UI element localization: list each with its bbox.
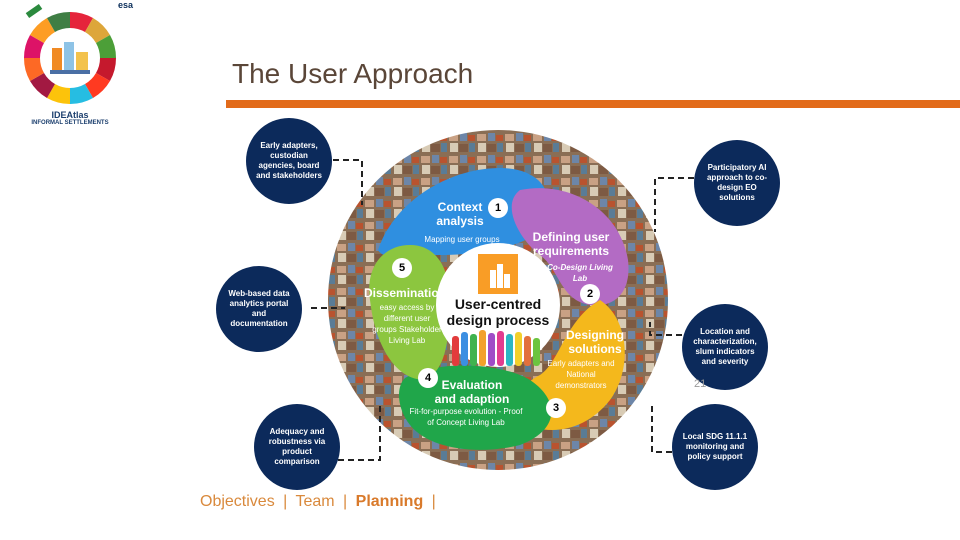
bubble-local-sdg: Local SDG 11.1.1 monitoring and policy s…	[672, 404, 758, 490]
segment-3-number: 3	[546, 398, 566, 418]
segment-4-number: 4	[418, 368, 438, 388]
bubble-web-portal: Web-based data analytics portal and docu…	[216, 266, 302, 352]
bubble-adequacy: Adequacy and robustness via product comp…	[254, 404, 340, 490]
connector-lines	[311, 159, 694, 461]
segment-3-note: Early adapters and National demonstrator…	[547, 359, 615, 390]
raised-hands-icon	[452, 330, 540, 366]
esa-logo: esa	[118, 0, 134, 10]
segment-5-number: 5	[392, 258, 412, 278]
ideatlas-logo: IDEAtlas INFORMAL SETTLEMENTS	[18, 2, 138, 130]
bubble-early-adapters: Early adapters, custodian agencies, boar…	[246, 118, 332, 204]
segment-2-note: Co-Design Living Lab	[547, 263, 613, 283]
segment-1-note: Mapping user groups	[424, 235, 500, 244]
nav-separator: |	[431, 493, 436, 510]
nav-team[interactable]: Team	[295, 493, 335, 510]
sdg-wheel-icon	[23, 3, 117, 105]
logo-subtitle: INFORMAL SETTLEMENTS	[31, 120, 109, 126]
segment-1-number: 1	[488, 198, 508, 218]
title-underline	[226, 100, 960, 108]
page-title: The User Approach	[232, 58, 474, 89]
logo-name: IDEAtlas	[51, 110, 89, 120]
nav-separator: |	[283, 493, 288, 510]
segment-2-title: Defining user requirements	[532, 230, 610, 258]
segment-5-shape	[369, 245, 451, 380]
segment-2-number: 2	[580, 284, 600, 304]
nav-objectives[interactable]: Objectives	[200, 493, 275, 510]
segment-4-title: Evaluation and adaption	[434, 378, 510, 406]
nav-planning[interactable]: Planning	[355, 493, 424, 510]
nav-separator: |	[343, 493, 348, 510]
center-title: User-centred design process	[446, 296, 550, 328]
bubble-participatory-ai: Participatory AI approach to co-design E…	[694, 140, 780, 226]
page-number: 21	[694, 378, 707, 390]
segment-4-note: Fit-for-purpose evolution - Proof of Con…	[409, 407, 523, 427]
segment-3-title: Designing solutions	[565, 328, 624, 356]
segment-1-title: Context analysis	[436, 200, 484, 228]
bubble-location-characterization: Location and characterization, slum indi…	[682, 304, 768, 390]
segment-2-shape	[511, 188, 629, 306]
segment-5-note: easy access by different user groups Sta…	[372, 303, 442, 345]
bottom-nav: Objectives | Team | Planning |	[200, 493, 440, 511]
segment-1-shape	[378, 168, 549, 258]
segment-4-shape	[398, 365, 552, 450]
segment-5-title: Dissemination	[364, 286, 447, 300]
